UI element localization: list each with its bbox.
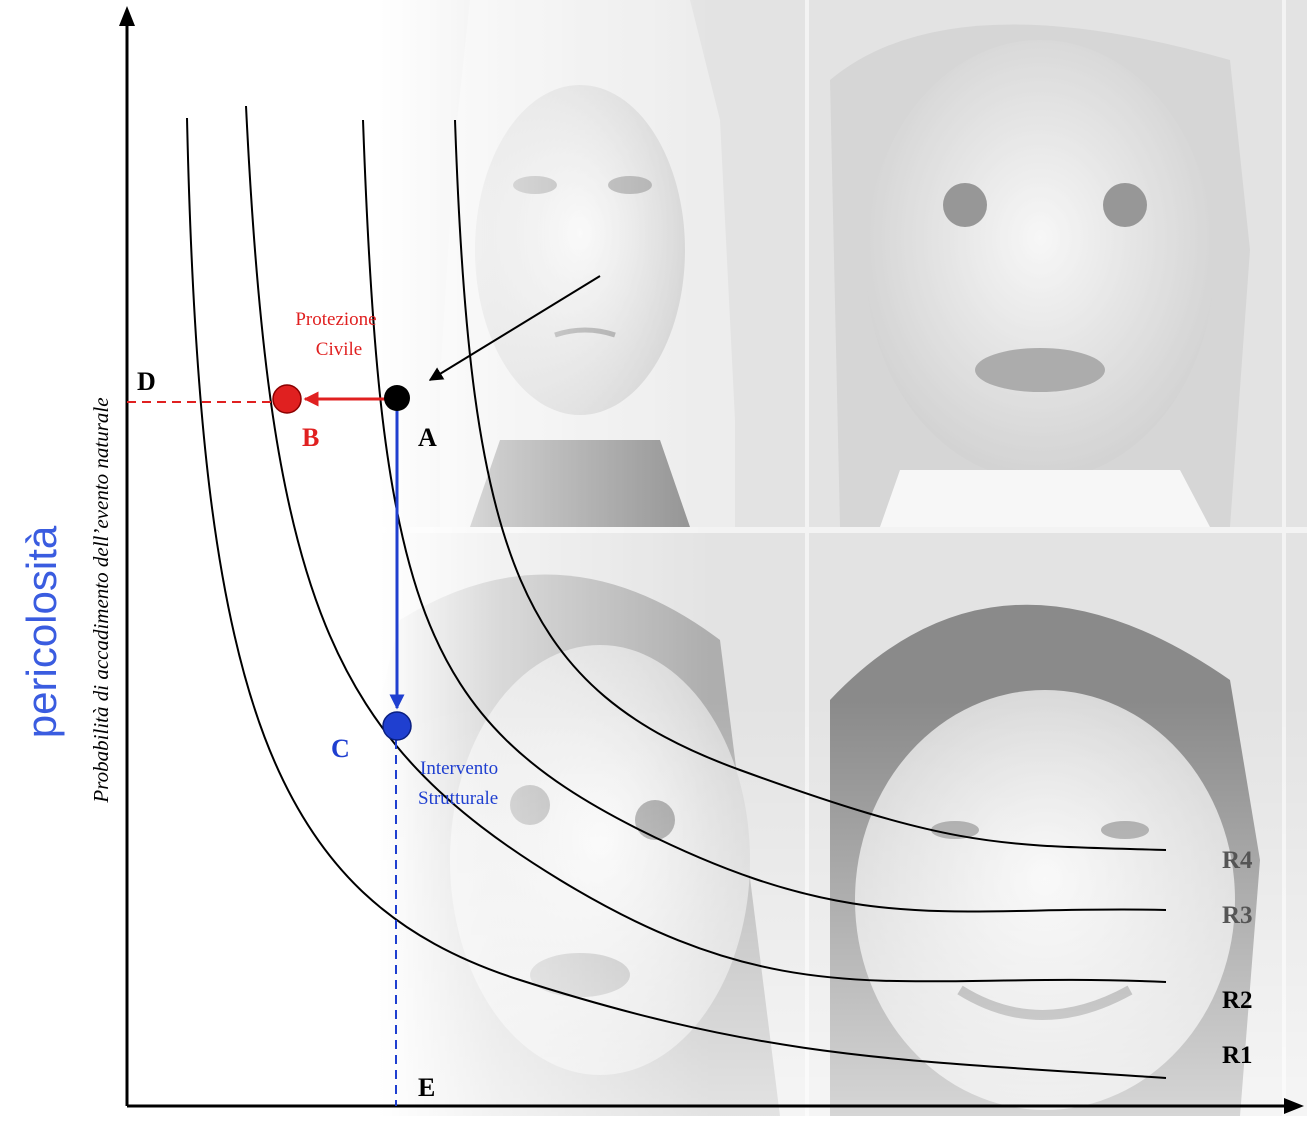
- y-axis-arrowhead: [119, 6, 135, 26]
- label-A: A: [418, 423, 437, 452]
- annotation-civil-protection-line2: Civile: [316, 339, 362, 360]
- annotation-structural-line2: Strutturale: [418, 788, 498, 809]
- point-A: [384, 385, 410, 411]
- curve-R3: [362, 119, 1167, 913]
- curve-R2: [245, 105, 1167, 983]
- curve-R1: [186, 117, 1167, 1079]
- annotation-civil-protection-line1: Protezione: [295, 309, 376, 330]
- point-C: [382, 711, 412, 741]
- label-E: E: [418, 1073, 435, 1102]
- label-R3: R3: [1222, 902, 1253, 929]
- iso-risk-curves: [186, 105, 1167, 1079]
- faces-background: [380, 0, 1307, 1116]
- label-C: C: [331, 734, 350, 763]
- label-R1: R1: [1222, 1042, 1253, 1069]
- axes: [119, 6, 1304, 1114]
- point-B: [272, 384, 302, 414]
- annotation-structural-line1: Intervento: [420, 758, 498, 779]
- x-axis-arrowhead: [1284, 1098, 1304, 1114]
- curve-R4: [454, 119, 1167, 851]
- label-B: B: [302, 423, 319, 452]
- y-axis-title: pericolosità: [18, 525, 65, 738]
- label-R4: R4: [1222, 847, 1253, 874]
- y-axis-caption: Probabilità di accadimento dell’evento n…: [89, 397, 113, 803]
- label-R2: R2: [1222, 987, 1253, 1014]
- face-top-right: [830, 24, 1250, 527]
- pointer-arrow: [428, 275, 601, 381]
- label-D: D: [137, 367, 156, 396]
